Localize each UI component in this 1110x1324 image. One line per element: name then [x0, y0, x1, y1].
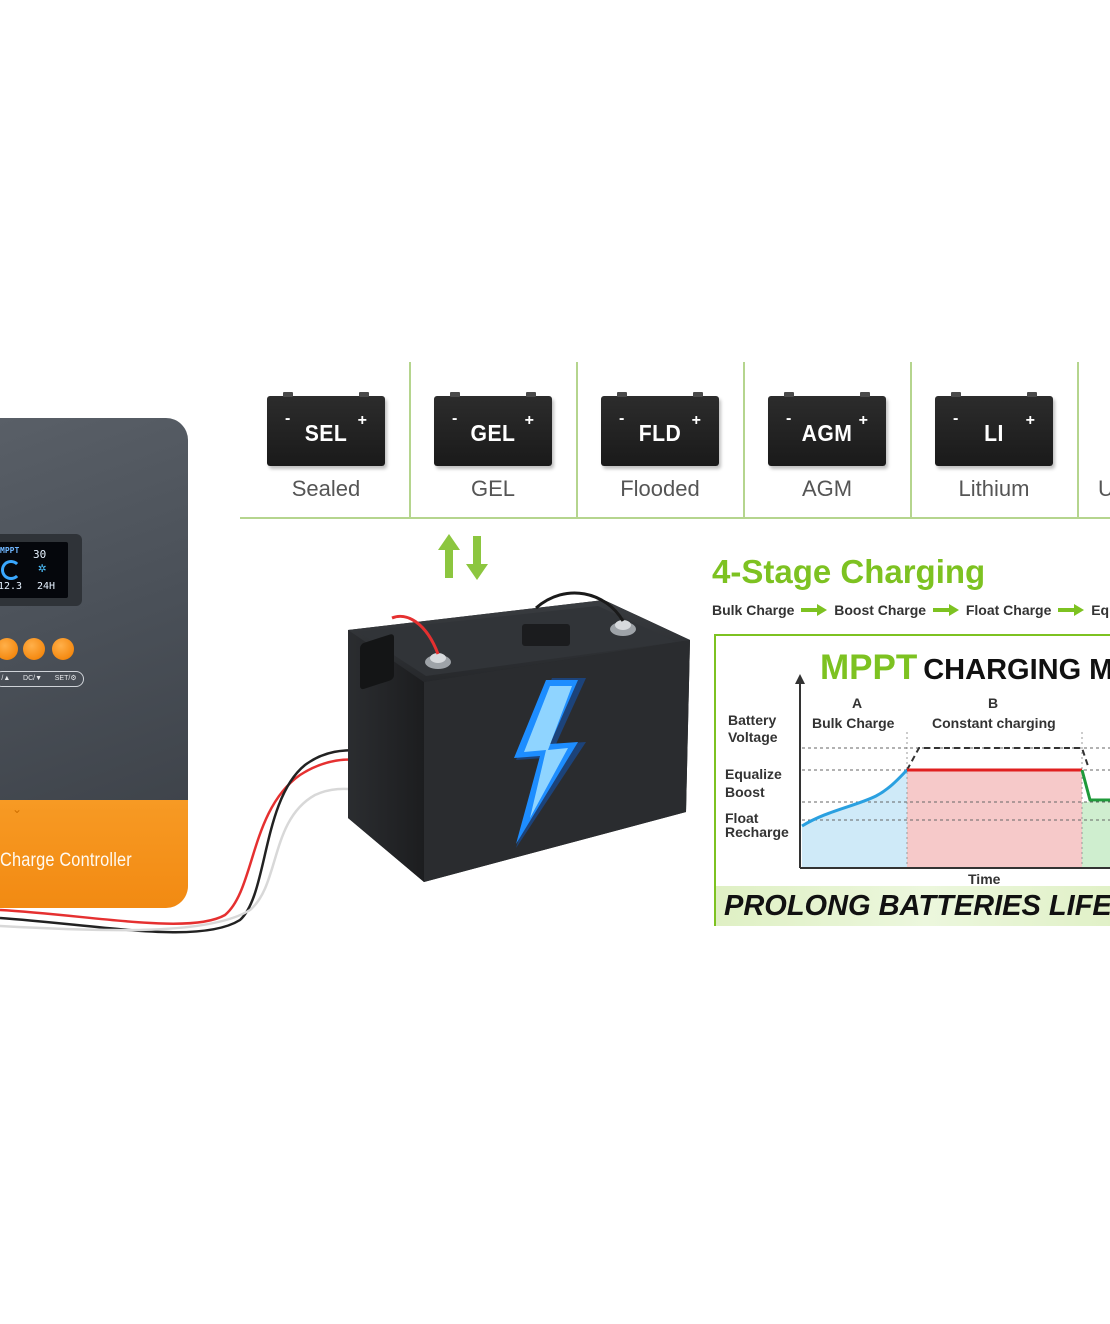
charge-discharge-arrows: [438, 534, 488, 580]
battery-icon: - GEL +: [434, 392, 552, 466]
bulk-curve: [801, 768, 909, 828]
type-divider: [576, 362, 578, 518]
controller-button-2[interactable]: [23, 638, 45, 660]
float-region: [1082, 802, 1110, 867]
battery-type-sealed: - SEL + Sealed: [267, 392, 385, 510]
stage-boost: Boost Charge: [834, 602, 927, 619]
mppt-brand: MPPT: [820, 648, 918, 687]
phase-a-letter: A: [852, 695, 863, 711]
lcd-battery-reading: 12.3: [0, 581, 23, 592]
stage-equalize: Equaliz: [1091, 602, 1110, 619]
battery-code: AGM: [801, 420, 853, 446]
lcd-system-voltage: 24H: [37, 581, 56, 592]
battery-type-gel: - GEL + GEL: [434, 392, 552, 510]
y-axis-arrow: [795, 674, 805, 684]
footer-band: [716, 886, 1110, 926]
battery-type-lithium: - LI + Lithium: [935, 392, 1053, 510]
battery-code: LI: [984, 420, 1004, 446]
charging-curve-chart: [795, 674, 1110, 869]
battery-type-name: Lithium: [958, 476, 1030, 501]
battery-type-row: - SEL + Sealed - GEL + GEL - FLD + Flood…: [240, 362, 1110, 519]
keypad-label-up: /▲: [1, 675, 11, 682]
type-divider: [409, 362, 411, 518]
constant-region: [907, 770, 1082, 867]
row-baseline: [240, 517, 1110, 519]
chevron-down-icon: ⌄: [12, 802, 23, 816]
arrow-right-icon: [932, 604, 959, 617]
battery-cables: [0, 748, 361, 934]
type-divider: [910, 362, 912, 518]
battery-cycle-icon: [1, 560, 21, 580]
controller-display-frame: MPPT 30 ✲ 12.3 24H: [0, 534, 82, 606]
lcd-brand: MPPT: [0, 546, 20, 555]
lcd-pv-reading: 30: [33, 548, 47, 561]
battery-icon: - AGM +: [768, 392, 886, 466]
battery-type-name-partial: U: [1098, 476, 1110, 501]
type-divider: [743, 362, 745, 518]
sun-icon: ✲: [38, 560, 47, 576]
phase-b-label: Constant charging: [932, 715, 1056, 731]
battery-illustration: [348, 591, 690, 882]
battery-type-name: GEL: [470, 476, 516, 501]
controller-button-3[interactable]: [52, 638, 74, 660]
controller-button-1[interactable]: [0, 638, 18, 660]
down-arrow-icon: [466, 536, 488, 580]
keypad-label-down: DC/▼: [23, 675, 42, 682]
battery-icon: - LI +: [935, 392, 1053, 466]
battery-code: SEL: [304, 420, 348, 446]
battery-type-flooded: - FLD + Flooded: [601, 392, 719, 510]
controller-orange-base: [0, 800, 188, 908]
battery-type-name: Sealed: [291, 476, 361, 501]
battery-type-agm: - AGM + AGM: [768, 392, 886, 510]
battery-type-name: Flooded: [620, 476, 700, 501]
charging-title: 4-Stage Charging: [712, 553, 986, 590]
keypad-label-set: SET/⚙: [54, 675, 77, 682]
lightning-bolt-icon: [514, 678, 586, 848]
arrow-right-icon: [801, 604, 828, 617]
float-curve: [1080, 769, 1110, 802]
battery-icon: - SEL +: [267, 392, 385, 466]
controller-keypad-labels: /▲ DC/▼ SET/⚙: [0, 671, 84, 687]
arrow-right-icon: [1058, 604, 1085, 617]
controller-housing: [0, 418, 188, 800]
battery-code: GEL: [470, 420, 516, 446]
controller-label: Charge Controller: [0, 850, 132, 871]
type-divider: [1077, 362, 1079, 518]
stage-float: Float Charge: [965, 602, 1052, 619]
level-boost: Boost: [725, 784, 765, 800]
battery-type-name: AGM: [801, 476, 853, 501]
level-recharge: Recharge: [725, 824, 789, 840]
x-axis-title: Time: [968, 871, 1001, 887]
up-arrow-icon: [438, 534, 460, 578]
phase-a-label: Bulk Charge: [812, 715, 895, 731]
level-equalize: Equalize: [725, 766, 782, 782]
battery-code: FLD: [638, 420, 682, 446]
charge-controller: MPPT 30 ✲ 12.3 24H /▲ DC/▼ SET/⚙ ⌄ Charg…: [0, 418, 188, 908]
charging-stages: Bulk Charge Boost Charge Float Charge Eq…: [712, 601, 1110, 621]
mppt-heading-text: CHARGING M: [923, 654, 1110, 686]
controller-lcd: MPPT 30 ✲ 12.3 24H: [0, 542, 68, 598]
phase-b-letter: B: [988, 695, 999, 711]
footer-slogan: PROLONG BATTERIES LIFE: [724, 890, 1110, 922]
battery-icon: - FLD +: [601, 392, 719, 466]
stage-bulk: Bulk Charge: [712, 602, 795, 619]
y-axis-title: Battery Voltage: [728, 712, 778, 745]
level-float: Float: [725, 810, 759, 826]
